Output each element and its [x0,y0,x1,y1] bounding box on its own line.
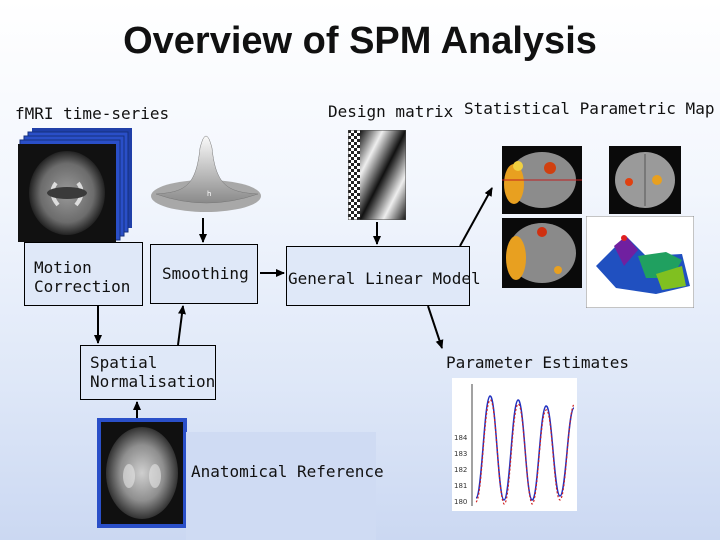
arrow-glm-to-params [428,306,442,348]
arrow-glm-to-spm [460,188,492,246]
arrow-spatial-to-smoothing [178,306,183,345]
